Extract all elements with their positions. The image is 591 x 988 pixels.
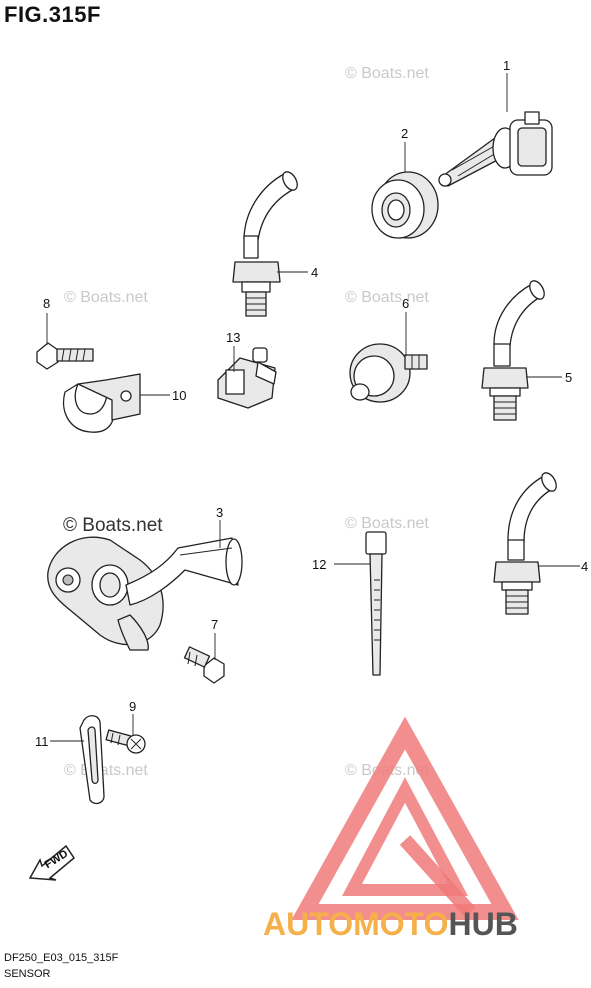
fwd-arrow-icon: FWD xyxy=(28,844,75,881)
part-strap xyxy=(79,715,105,805)
callout-number: 10 xyxy=(172,388,186,403)
part-sensor-connector xyxy=(438,111,553,187)
automotohub-logo-text: AUTOMOTOHUB xyxy=(263,906,518,942)
part-clamp xyxy=(63,373,141,433)
callout-number: 9 xyxy=(129,699,136,714)
callout-number: 13 xyxy=(226,330,240,345)
callout-number: 12 xyxy=(312,557,326,572)
part-pressure-sensor xyxy=(481,280,545,421)
watermark-text-large: © Boats.net xyxy=(63,515,163,536)
callout-number: 7 xyxy=(211,617,218,632)
callout-number: 4 xyxy=(581,559,588,574)
watermark-text: © Boats.net xyxy=(64,762,148,779)
watermark-text: © Boats.net xyxy=(64,289,148,306)
part-knock-sensor xyxy=(349,343,428,403)
watermark-text: © Boats.net xyxy=(345,515,429,532)
part-bolt xyxy=(36,342,94,370)
callout-number: 3 xyxy=(216,505,223,520)
part-sensor-bracket xyxy=(47,536,243,651)
part-temperature-sensor xyxy=(493,472,557,615)
part-clip xyxy=(217,347,277,409)
figure-code: DF250_E03_015_315F xyxy=(4,952,119,964)
logo-part-hub: HUB xyxy=(448,906,517,942)
callout-number: 2 xyxy=(401,126,408,141)
logo-part-auto: AUTOMOTO xyxy=(263,906,448,942)
figure-title: FIG.315F xyxy=(4,2,101,27)
part-grommet xyxy=(371,171,439,239)
automotohub-logo-mark xyxy=(291,716,519,920)
watermark-text: © Boats.net xyxy=(345,65,429,82)
figure-caption: SENSOR xyxy=(4,968,51,980)
watermark-text: © Boats.net xyxy=(345,289,429,306)
part-cable-tie xyxy=(365,531,387,676)
callout-number: 11 xyxy=(35,734,49,749)
part-temperature-sensor xyxy=(232,171,298,317)
callout-number: 4 xyxy=(311,265,318,280)
part-bolt xyxy=(183,646,225,684)
callout-number: 5 xyxy=(565,370,572,385)
callout-number: 6 xyxy=(402,296,409,311)
callout-number: 1 xyxy=(503,58,510,73)
callout-number: 8 xyxy=(43,296,50,311)
part-screw xyxy=(105,729,146,754)
